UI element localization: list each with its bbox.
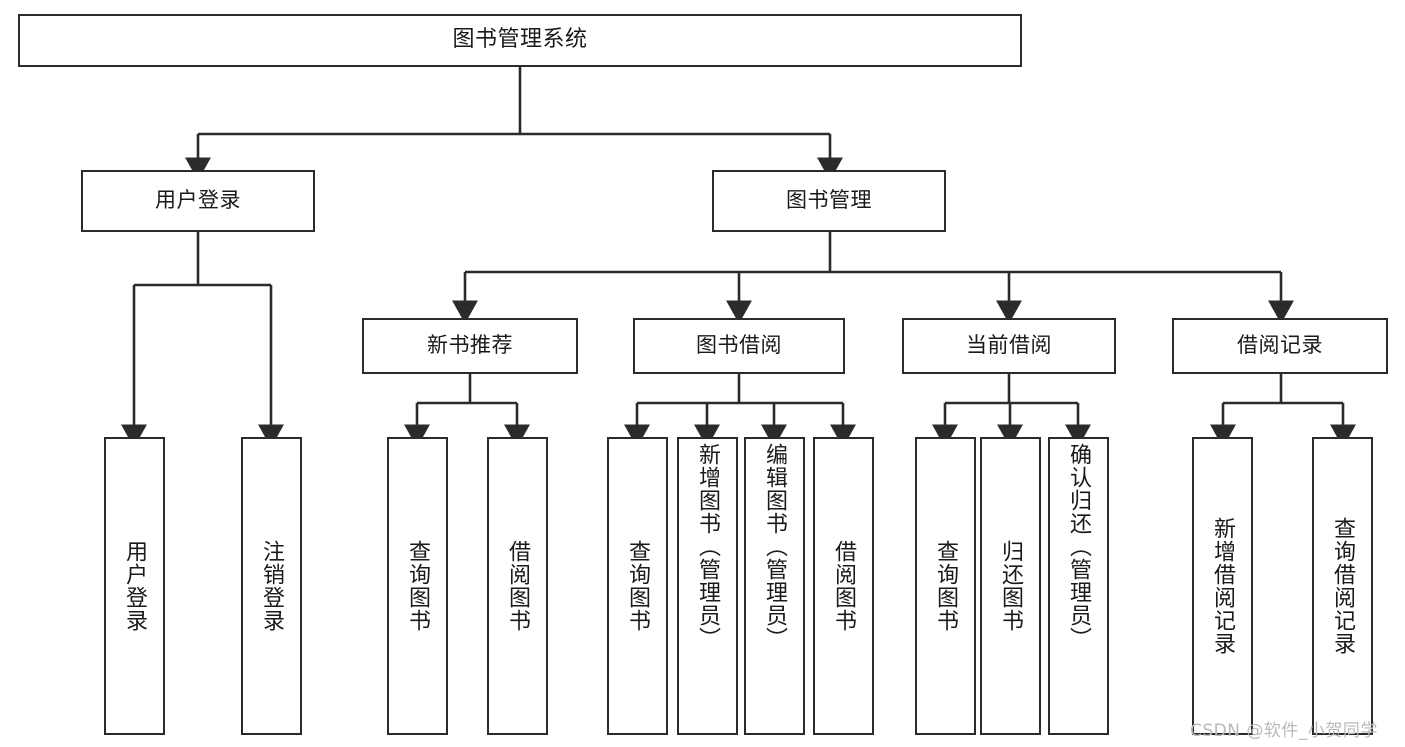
node-new-book-recommend[interactable]: 新书推荐 xyxy=(362,318,578,374)
node-leaf-borrow-book-2-label: 借阅图书 xyxy=(831,540,857,632)
node-leaf-user-login[interactable]: 用户登录 xyxy=(104,437,165,735)
node-user-login-label: 用户登录 xyxy=(155,188,241,213)
node-current-borrow-label: 当前借阅 xyxy=(966,333,1052,358)
node-leaf-add-book[interactable]: 新增图书（管理员） xyxy=(677,437,738,735)
node-borrow-record[interactable]: 借阅记录 xyxy=(1172,318,1388,374)
node-root-label: 图书管理系统 xyxy=(452,27,588,53)
node-leaf-return-book-label: 归还图书 xyxy=(998,540,1024,632)
node-leaf-query-book-2[interactable]: 查询图书 xyxy=(607,437,668,735)
node-book-manage[interactable]: 图书管理 xyxy=(712,170,946,232)
node-leaf-confirm-return[interactable]: 确认归还（管理员） xyxy=(1048,437,1109,735)
node-leaf-user-login-label: 用户登录 xyxy=(122,540,148,632)
node-leaf-user-logout-label: 注销登录 xyxy=(259,540,285,632)
node-book-manage-label: 图书管理 xyxy=(786,188,872,213)
node-leaf-query-book-1[interactable]: 查询图书 xyxy=(387,437,448,735)
node-leaf-query-book-1-label: 查询图书 xyxy=(405,540,431,632)
node-borrow-record-label: 借阅记录 xyxy=(1237,333,1323,358)
node-current-borrow[interactable]: 当前借阅 xyxy=(902,318,1116,374)
node-leaf-query-book-3-label: 查询图书 xyxy=(933,540,959,632)
node-leaf-confirm-return-label: 确认归还（管理员） xyxy=(1066,443,1092,650)
node-root-book-management-system[interactable]: 图书管理系统 xyxy=(18,14,1022,67)
node-new-book-recommend-label: 新书推荐 xyxy=(427,333,513,358)
node-book-borrow[interactable]: 图书借阅 xyxy=(633,318,845,374)
node-leaf-user-logout[interactable]: 注销登录 xyxy=(241,437,302,735)
node-leaf-edit-book-label: 编辑图书（管理员） xyxy=(762,443,788,650)
node-leaf-add-record[interactable]: 新增借阅记录 xyxy=(1192,437,1253,735)
node-leaf-query-record-label: 查询借阅记录 xyxy=(1330,517,1356,655)
csdn-watermark: CSDN @软件_小贺同学 xyxy=(1190,721,1378,741)
node-leaf-return-book[interactable]: 归还图书 xyxy=(980,437,1041,735)
node-leaf-query-book-3[interactable]: 查询图书 xyxy=(915,437,976,735)
node-leaf-edit-book[interactable]: 编辑图书（管理员） xyxy=(744,437,805,735)
node-leaf-query-record[interactable]: 查询借阅记录 xyxy=(1312,437,1373,735)
node-book-borrow-label: 图书借阅 xyxy=(696,333,782,358)
node-leaf-add-book-label: 新增图书（管理员） xyxy=(695,443,721,650)
node-leaf-borrow-book-1[interactable]: 借阅图书 xyxy=(487,437,548,735)
node-leaf-add-record-label: 新增借阅记录 xyxy=(1210,517,1236,655)
node-user-login[interactable]: 用户登录 xyxy=(81,170,315,232)
node-leaf-query-book-2-label: 查询图书 xyxy=(625,540,651,632)
node-leaf-borrow-book-1-label: 借阅图书 xyxy=(505,540,531,632)
node-leaf-borrow-book-2[interactable]: 借阅图书 xyxy=(813,437,874,735)
